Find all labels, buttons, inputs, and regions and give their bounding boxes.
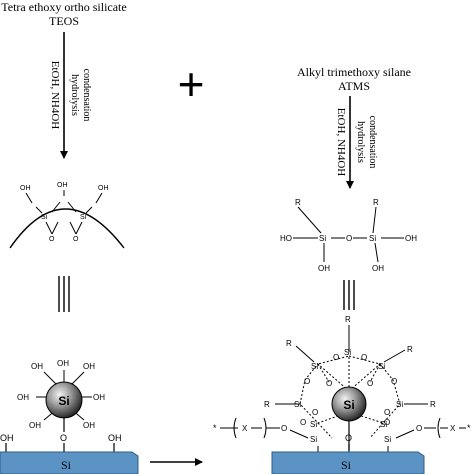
particle-si-left: Si — [294, 400, 301, 409]
chain-o-2: O — [300, 418, 306, 427]
left-oh-n: OH — [57, 359, 69, 368]
left-substrate-oh-1: OH — [0, 433, 14, 443]
particle-si-right: Si — [396, 400, 403, 409]
left-substrate-oh-2: OH — [108, 433, 122, 443]
dimer-ho: HO — [280, 234, 292, 243]
particle-o-5: O — [367, 379, 373, 388]
atms-abbr: ATMS — [338, 79, 370, 93]
teos-hydrolysis-label: hydrolysis — [69, 74, 80, 116]
right-silicon-substrate: Si — [271, 451, 425, 474]
surface-o-2: O — [73, 236, 79, 243]
teos-abbr: TEOS — [49, 14, 79, 28]
atms-full-name: Alkyl trimethoxy silane — [297, 65, 411, 79]
teos-full-name: Tetra ethoxy ortho silicate — [1, 0, 126, 14]
atms-dimer-structure: R R HO Si O Si OH OH OH — [280, 198, 417, 273]
right-substrate-label: Si — [341, 458, 352, 472]
particle-o-8: O — [384, 408, 390, 417]
dimer-o-bridge: O — [346, 234, 352, 243]
chain-o-4: O — [416, 424, 422, 433]
left-oh-ne: OH — [83, 362, 95, 371]
surface-polymer-chain: * X O Si O O Si O X * — [213, 417, 471, 452]
particle-r-topleft: R — [286, 339, 292, 348]
left-oh-w: OH — [17, 393, 29, 402]
particle-o-7: O — [312, 408, 318, 417]
dimer-si-left: Si — [319, 234, 326, 243]
chain-si-right: Si — [384, 435, 391, 444]
atms-hydrolysis-label: hydrolysis — [355, 121, 366, 163]
particle-r-topright: R — [407, 345, 413, 354]
particle-bridge-o: O — [345, 433, 352, 443]
dimer-r-left: R — [295, 198, 301, 207]
dimer-r-right: R — [373, 198, 379, 207]
left-oh-sw: OH — [29, 421, 41, 430]
particle-o-3: O — [304, 377, 310, 386]
teos-condensation-label: condensation — [81, 69, 92, 122]
particle-r-left: R — [264, 400, 270, 409]
left-silicon-substrate: Si — [0, 451, 139, 474]
chain-x-left: X — [242, 424, 248, 433]
right-particle-si: Si — [343, 398, 354, 412]
surface-arc — [9, 208, 125, 249]
left-bridge-o: O — [60, 433, 67, 443]
surface-si-2: Si — [80, 214, 87, 221]
chain-o-1: O — [281, 424, 287, 433]
surface-oh-1: OH — [20, 185, 31, 192]
left-particle-si: Si — [58, 394, 69, 408]
surface-si-1: Si — [41, 214, 48, 221]
right-particle-sphere — [331, 386, 367, 422]
left-equivalence-symbol — [58, 276, 70, 312]
chain-x-right: X — [450, 424, 456, 433]
dimer-oh-bottom-right: OH — [372, 264, 384, 273]
right-equivalence-symbol — [343, 280, 355, 310]
surface-oh-2: OH — [57, 182, 68, 189]
particle-si-lowerright: Si — [380, 420, 387, 429]
particle-o-6: O — [391, 377, 397, 386]
chain-si-left: Si — [310, 435, 317, 444]
plus-sign: + — [178, 58, 205, 110]
surface-oh-3: OH — [98, 185, 109, 192]
dimer-oh-bottom-left: OH — [318, 264, 330, 273]
silica-surface-fragment: OH OH OH Si Si O O — [9, 182, 125, 249]
atms-reagents-label: EtOH, NH4OH — [335, 108, 347, 176]
dimer-si-right: Si — [369, 234, 376, 243]
left-substrate-label: Si — [61, 458, 72, 472]
left-oh-e: OH — [93, 393, 105, 402]
particle-si-upperleft: Si — [311, 362, 318, 371]
particle-r-top: R — [345, 315, 351, 324]
particle-si-top: Si — [344, 348, 351, 357]
particle-r-right: R — [430, 400, 436, 409]
left-particle-sphere — [45, 381, 83, 419]
particle-si-lowerleft: Si — [310, 420, 317, 429]
atms-condensation-label: condensation — [367, 116, 378, 169]
right-functionalized-particle: Si R R R R R Si Si Si Si Si Si Si O O O … — [264, 315, 436, 450]
dimer-oh-right: OH — [405, 234, 417, 243]
particle-si-upperright: Si — [378, 362, 385, 371]
left-silica-particle: Si OH OH OH OH OH OH OH O — [17, 359, 105, 452]
chain-end-star-right: * — [467, 423, 471, 433]
chain-end-star-left: * — [213, 423, 217, 433]
particle-o-4: O — [326, 379, 332, 388]
left-oh-nw: OH — [31, 362, 43, 371]
left-oh-se: OH — [83, 421, 95, 430]
surface-o-1: O — [49, 236, 55, 243]
particle-o-2: O — [361, 353, 367, 362]
teos-reagents-label: EtOH, NH4OH — [49, 61, 61, 129]
chain-o-3: O — [384, 418, 390, 427]
particle-o-1: O — [333, 353, 339, 362]
